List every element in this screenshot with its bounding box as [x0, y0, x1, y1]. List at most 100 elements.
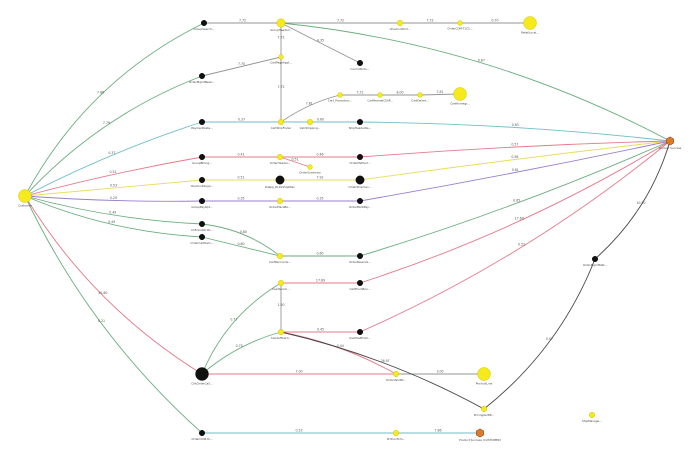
node-p1[interactable]: GroupPayOpt... [191, 197, 213, 209]
node-shape-g2[interactable] [276, 18, 286, 28]
node-shape-m7[interactable] [477, 367, 491, 381]
node-shape-g16[interactable] [357, 118, 364, 125]
node-t4[interactable]: OrderReserve... [349, 252, 371, 264]
node-g11[interactable]: CartReviewCSSP... [367, 92, 393, 103]
node-end2[interactable]: Product Success (CUSTOMER) [459, 428, 501, 442]
node-g15[interactable]: CalcShipping... [300, 118, 321, 130]
node-shape-g14[interactable] [198, 118, 205, 125]
node-shape-g4[interactable] [457, 20, 463, 26]
node-t3[interactable]: CartReconcile... [269, 252, 291, 264]
node-m11[interactable]: PrdConfirm... [387, 430, 405, 441]
node-g8[interactable]: CartPageAppl... [270, 54, 292, 65]
node-shape-t3[interactable] [277, 252, 284, 259]
node-shape-m8[interactable] [393, 371, 400, 378]
node-g9[interactable]: CartShipFinder [271, 118, 292, 130]
node-p2[interactable]: OrderPlaceBo... [269, 197, 291, 209]
node-shape-y1[interactable] [198, 176, 205, 183]
node-shape-p3[interactable] [357, 197, 364, 204]
node-g4[interactable]: OrderCOM-T1CS... [447, 20, 473, 31]
node-shape-end1[interactable] [666, 136, 674, 146]
node-shape-g13[interactable] [453, 87, 467, 101]
node-shape-m1[interactable] [278, 280, 285, 287]
node-shape-r3[interactable] [357, 153, 364, 160]
edge-r3-end1 [359, 140, 671, 158]
node-root[interactable]: Customer [18, 189, 33, 208]
node-label-g3: CheckoutOrd... [390, 27, 411, 31]
node-m5[interactable]: OrderMgmtStat... [583, 256, 607, 267]
node-m3[interactable]: CalcGiftCard... [271, 329, 291, 340]
node-g10[interactable]: Cart_Promotion... [328, 92, 352, 103]
node-shape-y3[interactable] [355, 175, 365, 185]
node-m2[interactable]: CartPromBoo... [349, 280, 371, 291]
node-p3[interactable]: OrderMultiPay... [349, 197, 371, 209]
node-y1[interactable]: CheckoutSupp... [191, 176, 214, 188]
node-end1[interactable]: Product Success [659, 136, 682, 150]
node-label-m7: ProductLine [476, 382, 493, 386]
node-shape-g11[interactable] [377, 92, 383, 98]
node-shape-g15[interactable] [307, 118, 314, 125]
node-label-m2: CartPromBoo... [349, 287, 370, 291]
node-m8[interactable]: OrderValidSt... [386, 371, 406, 382]
node-t1[interactable]: ChFraudCh1D... [191, 220, 213, 232]
node-shape-g8[interactable] [278, 54, 284, 60]
node-shape-p1[interactable] [198, 197, 205, 204]
node-r2[interactable]: OrderHeader... [270, 153, 291, 165]
edge-label-p3-end1: 0.61 [512, 168, 519, 172]
node-r4[interactable]: OrderSummary [299, 164, 321, 175]
node-y3[interactable]: OrderShipmen... [349, 175, 372, 189]
node-label-m9: PricingSerPR... [474, 413, 494, 417]
node-m6[interactable]: ChkOrderCaS... [191, 367, 213, 386]
node-shape-r1[interactable] [198, 153, 205, 160]
node-g13[interactable]: CartHomegr... [450, 87, 470, 106]
node-shape-m10[interactable] [198, 430, 205, 437]
node-shape-m2[interactable] [357, 280, 364, 287]
node-shape-r2[interactable] [277, 153, 284, 160]
node-m4[interactable]: CalcPostProm... [349, 329, 371, 340]
node-g12[interactable]: CartDelive... [411, 92, 429, 103]
node-g5[interactable]: RetailLocal... [521, 16, 539, 35]
node-shape-g6[interactable] [357, 60, 364, 67]
node-shape-root[interactable] [18, 189, 32, 203]
node-iso[interactable]: ShipManage... [582, 412, 602, 423]
node-label-t2: OrderCartItem... [191, 241, 214, 245]
node-shape-g1[interactable] [200, 20, 207, 27]
node-shape-end2[interactable] [476, 428, 484, 438]
node-g6[interactable]: CommitInfo... [351, 60, 370, 71]
node-g7[interactable]: OrderMgmtNewc... [189, 72, 215, 84]
node-r1[interactable]: GroupBilling... [192, 153, 212, 165]
node-shape-m6[interactable] [195, 367, 209, 381]
node-y2[interactable]: Rdapp_RL01ShipMain [265, 175, 295, 189]
node-shape-t4[interactable] [357, 252, 364, 259]
node-shape-g12[interactable] [417, 92, 423, 98]
node-shape-g3[interactable] [397, 20, 404, 27]
node-r3[interactable]: OrderMethod... [349, 153, 371, 165]
node-m9[interactable]: PricingSerPR... [474, 406, 494, 417]
node-g1[interactable]: GroupSearch... [194, 20, 215, 31]
node-shape-g10[interactable] [337, 92, 343, 98]
node-t2[interactable]: OrderCartItem... [191, 233, 214, 245]
node-shape-g5[interactable] [523, 16, 537, 30]
node-shape-m3[interactable] [278, 329, 285, 336]
node-m1[interactable]: CalcRecalc... [272, 280, 290, 291]
node-shape-m9[interactable] [481, 406, 488, 413]
node-shape-r4[interactable] [307, 164, 313, 170]
node-shape-m5[interactable] [592, 256, 599, 263]
node-m10[interactable]: OrderCOM-Ui... [191, 430, 213, 441]
node-shape-iso[interactable] [589, 412, 596, 419]
node-shape-y2[interactable] [275, 175, 285, 185]
edge-root-r1 [24, 156, 203, 197]
node-m7[interactable]: ProductLine [476, 367, 493, 386]
node-g2[interactable]: GroupHeader(.. [270, 18, 292, 32]
node-shape-t1[interactable] [198, 220, 205, 227]
node-shape-m4[interactable] [357, 329, 364, 336]
node-shape-g9[interactable] [278, 118, 285, 125]
node-shape-m11[interactable] [393, 430, 400, 437]
node-shape-t2[interactable] [198, 233, 205, 240]
node-g14[interactable]: PaymentGate... [191, 118, 213, 130]
node-shape-g7[interactable] [198, 72, 205, 79]
node-shape-p2[interactable] [277, 197, 284, 204]
edge-root-y1 [24, 179, 203, 197]
node-g3[interactable]: CheckoutOrd... [390, 20, 411, 31]
node-g16[interactable]: ShipHeaderRe... [349, 118, 372, 130]
edge-label-g16-end1: 0.83 [512, 123, 519, 127]
